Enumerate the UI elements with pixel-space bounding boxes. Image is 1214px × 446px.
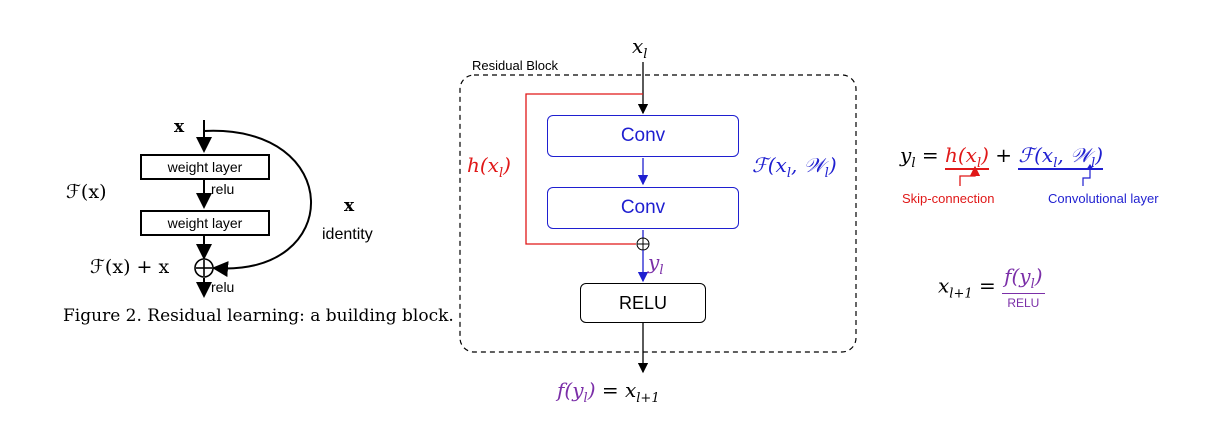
block-output-label: f(yl) = xl+1 xyxy=(557,378,660,406)
y-label: yl xyxy=(648,250,664,278)
left-relu-out-label: relu xyxy=(211,279,235,295)
identity-label: identity xyxy=(322,226,373,243)
weight-layer-1: weight layer xyxy=(140,154,270,180)
weight-layer-2: weight layer xyxy=(140,210,270,236)
relu-note: RELU xyxy=(1007,296,1040,310)
skip-connection-path xyxy=(525,93,643,245)
block-input-label: xl xyxy=(632,34,648,62)
relu-box: RELU xyxy=(580,283,706,323)
equation-2: xl+1 = f(yl)RELU xyxy=(938,264,1045,310)
skip-note-arrow xyxy=(959,165,981,186)
residual-block-title: Residual Block xyxy=(472,58,558,73)
skip-label: h(xl) xyxy=(467,153,511,181)
left-fx-label: ℱ(x) xyxy=(66,181,107,203)
figure-caption: Figure 2. Residual learning: a building … xyxy=(63,306,454,326)
convolutional-layer-note: Convolutional layer xyxy=(1048,191,1159,206)
conv-note-arrow xyxy=(1082,168,1091,186)
skip-connection-note: Skip-connection xyxy=(902,191,995,206)
left-sum-label: ℱ(x) + x xyxy=(90,256,170,278)
left-input-label: x xyxy=(174,117,185,137)
conv-box-2: Conv xyxy=(547,187,739,229)
conv-box-1: Conv xyxy=(547,115,739,157)
residual-function-label: ℱ(xl, 𝒲l) xyxy=(752,153,837,181)
identity-curve xyxy=(203,129,312,278)
residual-block-border xyxy=(459,74,857,353)
left-relu-mid-label: relu xyxy=(211,181,235,197)
identity-x-label: x xyxy=(344,196,355,216)
equation-1: yl = h(xl) + ℱ(xl, 𝒲l) xyxy=(900,143,1104,171)
